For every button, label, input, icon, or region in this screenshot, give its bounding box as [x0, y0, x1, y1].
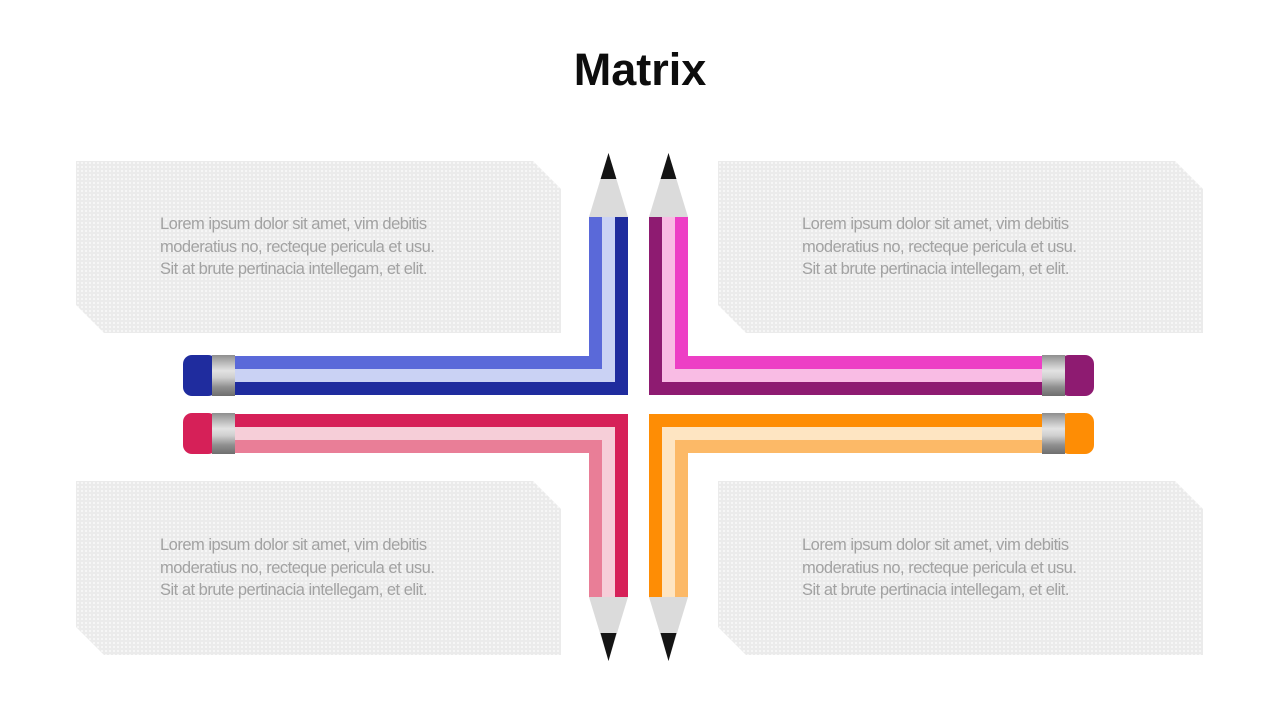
- body-text-line: moderatius no, recteque pericula et usu.: [802, 237, 1077, 256]
- text-box-bottom-right: Lorem ipsum dolor sit amet, vim debitis …: [718, 481, 1203, 655]
- body-text-line: Sit at brute pertinacia intellegam, et e…: [802, 260, 1069, 279]
- pencil-red-lead-tip: [600, 633, 617, 661]
- body-text-line: Sit at brute pertinacia intellegam, et e…: [802, 581, 1069, 600]
- page-title: Matrix: [573, 44, 707, 95]
- body-text-line: Lorem ipsum dolor sit amet, vim debitis: [802, 215, 1069, 234]
- pencil-blue-ferrule: [212, 355, 235, 396]
- pencil-red-eraser: [183, 413, 217, 454]
- body-text-line: Sit at brute pertinacia intellegam, et e…: [160, 581, 427, 600]
- pencil-orange-eraser: [1060, 413, 1094, 454]
- body-text-line: Lorem ipsum dolor sit amet, vim debitis: [160, 215, 427, 234]
- body-text-line: moderatius no, recteque pericula et usu.: [160, 237, 435, 256]
- text-box-top-right: Lorem ipsum dolor sit amet, vim debitis …: [718, 161, 1203, 333]
- pencil-pink-lead-tip: [660, 153, 677, 179]
- body-text-line: Sit at brute pertinacia intellegam, et e…: [160, 260, 427, 279]
- pencil-orange-ferrule: [1042, 413, 1065, 454]
- pencil-blue-lead-tip: [600, 153, 617, 179]
- pencil-orange-lead-tip: [660, 633, 677, 661]
- body-text-line: moderatius no, recteque pericula et usu.: [160, 558, 435, 577]
- pencil-blue-wood-cone: [589, 153, 628, 217]
- pencil-blue-eraser: [183, 355, 217, 396]
- pencil-red-wood-cone: [589, 597, 628, 661]
- pencil-pink-ferrule: [1042, 355, 1065, 396]
- text-box-top-left: Lorem ipsum dolor sit amet, vim debitis …: [76, 161, 561, 333]
- text-box-bottom-left: Lorem ipsum dolor sit amet, vim debitis …: [76, 481, 561, 655]
- body-text-line: Lorem ipsum dolor sit amet, vim debitis: [802, 536, 1069, 555]
- pencil-pink-wood-cone: [649, 153, 688, 217]
- pencil-orange-wood-cone: [649, 597, 688, 661]
- pencil-red-ferrule: [212, 413, 235, 454]
- body-text-line: moderatius no, recteque pericula et usu.: [802, 558, 1077, 577]
- pencil-pink-eraser: [1060, 355, 1094, 396]
- body-text-line: Lorem ipsum dolor sit amet, vim debitis: [160, 536, 427, 555]
